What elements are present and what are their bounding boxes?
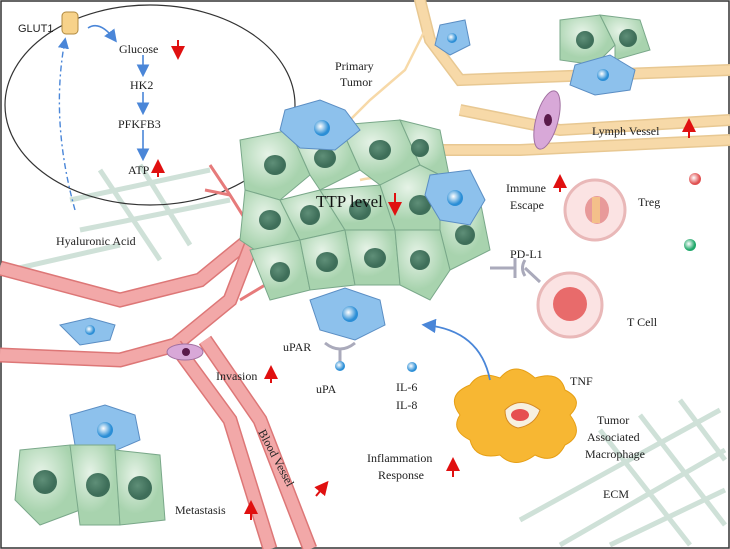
- t-cell-label: T Cell: [627, 315, 658, 329]
- il-cytokine: [407, 362, 417, 372]
- glycolysis-ellipse: [4, 4, 296, 206]
- receptor-icon: [324, 341, 356, 371]
- regulation-arrows: [151, 40, 696, 520]
- ttp-level-label: TTP level: [316, 192, 383, 211]
- pdl1-label: PD-L1: [510, 247, 543, 261]
- metastasis-cells: [14, 444, 166, 526]
- treg-label: Treg: [638, 195, 660, 209]
- il8-label: IL-8: [396, 398, 417, 412]
- upar-label: uPAR: [283, 340, 311, 354]
- immune-escape-label-1: Immune: [506, 181, 546, 195]
- invasion-label: Invasion: [216, 369, 257, 383]
- hk2-label: HK2: [130, 78, 153, 92]
- tam-label-2: Associated: [587, 430, 640, 444]
- primary-tumor-label-1: Primary: [335, 59, 374, 73]
- ecm-mesh-right: [518, 398, 727, 548]
- atp-label: ATP: [128, 163, 150, 177]
- pdl1-receptor-icon: [490, 258, 542, 284]
- cytokine-green: [684, 239, 696, 251]
- tam-label-1: Tumor: [597, 413, 629, 427]
- ecm-label: ECM: [603, 487, 629, 501]
- inflammation-label-1: Inflammation: [367, 451, 432, 465]
- upa-label: uPA: [316, 382, 337, 396]
- il6-label: IL-6: [396, 380, 417, 394]
- tam-label-3: Macrophage: [585, 447, 645, 461]
- macrophage-arrow: [421, 318, 491, 381]
- lymph-vessel-label: Lymph Vessel: [592, 124, 660, 138]
- up-arrow-icon: [314, 480, 329, 497]
- treg-cell: [563, 178, 627, 242]
- hyaluronic-acid-label: Hyaluronic Acid: [56, 234, 136, 248]
- pfkfb3-label: PFKFB3: [118, 117, 161, 131]
- hyaluronic-acid-arrow: [57, 37, 76, 211]
- inflammation-label-2: Response: [378, 468, 424, 482]
- glut1-transporter-icon: [61, 11, 79, 35]
- dendritic-cells: [59, 19, 486, 456]
- tumor-nuclei: [259, 139, 475, 282]
- tumor-associated-macrophage: [453, 368, 577, 463]
- primary-tumor-label-2: Tumor: [340, 75, 372, 89]
- cytokine-red: [689, 173, 701, 185]
- tumor-cells-top-right: [533, 14, 651, 150]
- tnf-label: TNF: [570, 374, 593, 388]
- metastasis-label: Metastasis: [175, 503, 226, 517]
- glut1-label: GLUT1: [18, 23, 53, 35]
- glut1-arrow: [87, 24, 117, 43]
- t-cell: [536, 271, 604, 339]
- immune-escape-label-2: Escape: [510, 198, 544, 212]
- glucose-label: Glucose: [119, 42, 158, 56]
